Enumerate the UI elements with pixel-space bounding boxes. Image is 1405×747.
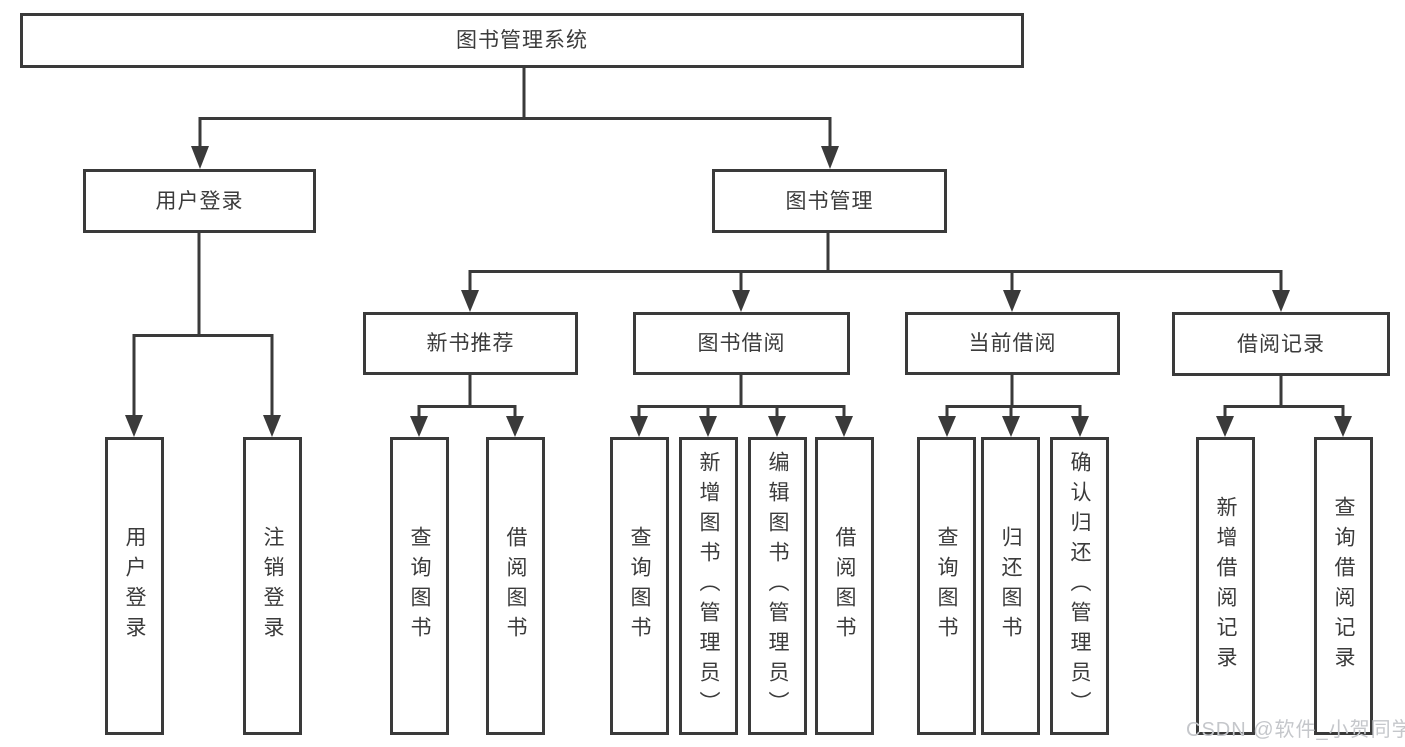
leaf-add-book-admin: 新增图书（管理员）: [679, 437, 738, 735]
leaf-query-books-recommend: 查询图书: [390, 437, 449, 735]
leaf-borrow-books-borrowing: 借阅图书: [815, 437, 874, 735]
node-new-book-recommendation: 新书推荐: [363, 312, 578, 375]
leaf-add-borrow-record: 新增借阅记录: [1196, 437, 1255, 735]
csdn-watermark: CSDN @软件_小贺同学: [1186, 719, 1405, 741]
leaf-edit-book-admin: 编辑图书（管理员）: [748, 437, 807, 735]
leaf-confirm-return-admin: 确认归还（管理员）: [1050, 437, 1109, 735]
node-borrowing-records: 借阅记录: [1172, 312, 1390, 376]
leaf-borrow-books-recommend: 借阅图书: [486, 437, 545, 735]
node-root: 图书管理系统: [20, 13, 1024, 68]
node-book-management: 图书管理: [712, 169, 947, 233]
leaf-user-login: 用户登录: [105, 437, 164, 735]
leaf-query-books-borrowing: 查询图书: [610, 437, 669, 735]
node-user-login: 用户登录: [83, 169, 316, 233]
node-book-borrowing: 图书借阅: [633, 312, 850, 375]
node-current-borrowing: 当前借阅: [905, 312, 1120, 375]
leaf-query-books-current: 查询图书: [917, 437, 976, 735]
leaf-return-book: 归还图书: [981, 437, 1040, 735]
leaf-logout: 注销登录: [243, 437, 302, 735]
leaf-query-borrow-record: 查询借阅记录: [1314, 437, 1373, 735]
